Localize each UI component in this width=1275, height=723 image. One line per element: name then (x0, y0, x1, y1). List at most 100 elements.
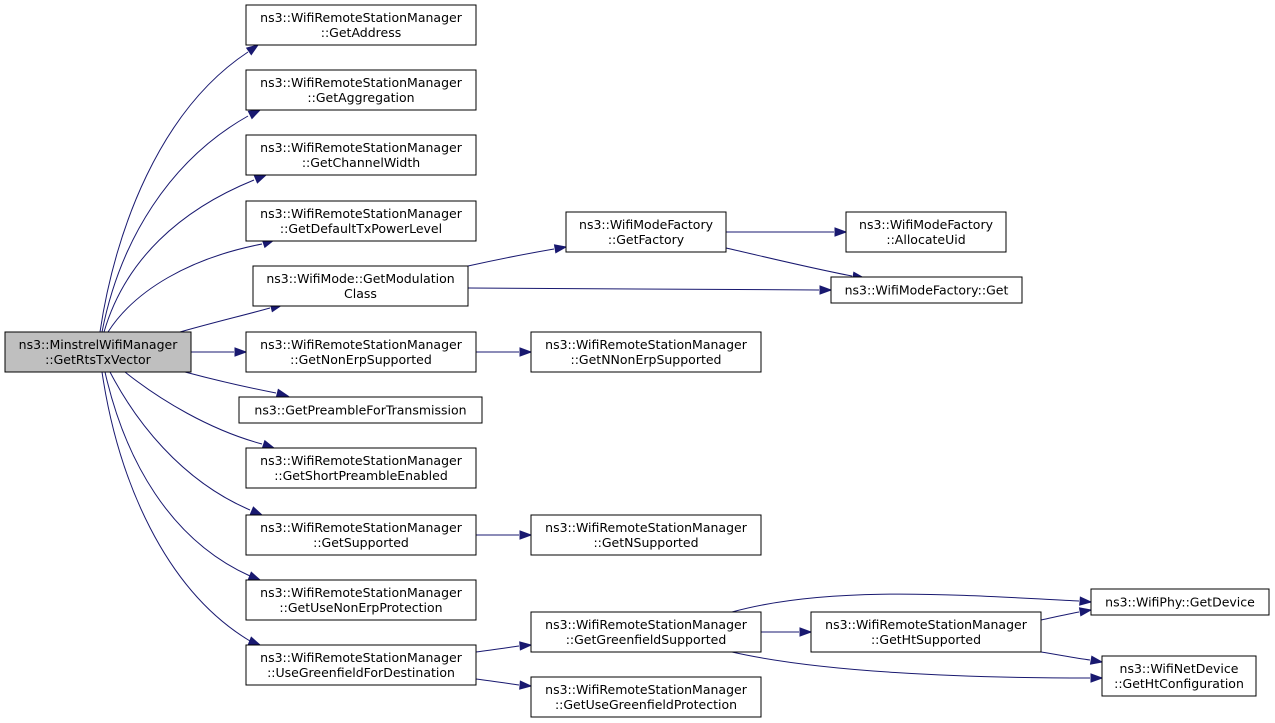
edge-get_greenfield_supported-to-get_ht_configuration (731, 651, 1104, 683)
edge-root-to-get_non_erp_supported (191, 347, 248, 357)
node-label-line: ns3::WifiRemoteStationManager (545, 682, 748, 697)
edge-get_non_erp_supported-to-get_n_non_erp_supported (476, 347, 533, 357)
node-get-channel-width[interactable]: ns3::WifiRemoteStationManager::GetChanne… (245, 134, 477, 176)
node-label-line: Class (344, 286, 377, 301)
node-box (245, 514, 477, 556)
node-label-line: ns3::WifiModeFactory (859, 217, 994, 232)
node-box (245, 579, 477, 621)
arrowhead-icon (245, 44, 260, 56)
node-get-ht-supported[interactable]: ns3::WifiRemoteStationManager::GetHtSupp… (810, 611, 1042, 653)
node-use-greenfield-for-destination[interactable]: ns3::WifiRemoteStationManager::UseGreenf… (245, 644, 477, 686)
node-get-ht-configuration[interactable]: ns3::WifiNetDevice::GetHtConfiguration (1101, 655, 1257, 697)
node-box (565, 211, 727, 253)
edge-line (467, 248, 555, 267)
node-get-n-non-erp-supported[interactable]: ns3::WifiRemoteStationManager::GetNNonEr… (530, 331, 762, 373)
arrowhead-icon (249, 506, 264, 516)
node-get-short-preamble-enabled[interactable]: ns3::WifiRemoteStationManager::GetShortP… (245, 447, 477, 489)
edge-line (124, 371, 263, 445)
arrowhead-icon (247, 636, 262, 646)
node-get-factory[interactable]: ns3::WifiModeFactory::GetFactory (565, 211, 727, 253)
edge-root-to-get_default_tx_power_level (107, 239, 276, 333)
node-label-line: ::GetNSupported (593, 535, 698, 550)
edge-line (475, 678, 520, 686)
node-label-line: ns3::WifiNetDevice (1120, 661, 1239, 676)
edge-use_greenfield_for_destination-to-get_greenfield_supported (475, 641, 533, 653)
edge-line (109, 371, 251, 511)
edges (99, 44, 1104, 690)
arrowhead-icon (519, 347, 533, 357)
edge-get_supported-to-get_n_supported (476, 530, 533, 540)
edge-line (475, 645, 520, 653)
arrowhead-icon (519, 680, 533, 690)
node-get-use-non-erp-protection[interactable]: ns3::WifiRemoteStationManager::GetUseNon… (245, 579, 477, 621)
node-get-non-erp-supported[interactable]: ns3::WifiRemoteStationManager::GetNonErp… (245, 331, 477, 373)
node-box (4, 331, 192, 373)
edge-line (731, 651, 1091, 679)
arrowhead-icon (1090, 673, 1104, 683)
node-get-supported[interactable]: ns3::WifiRemoteStationManager::GetSuppor… (245, 514, 477, 556)
node-label-line: ::GetHtConfiguration (1114, 676, 1244, 691)
node-label-line: ns3::WifiRemoteStationManager (260, 453, 463, 468)
node-get-aggregation[interactable]: ns3::WifiRemoteStationManager::GetAggreg… (245, 69, 477, 111)
node-get-default-tx-power-level[interactable]: ns3::WifiRemoteStationManager::GetDefaul… (245, 200, 477, 242)
node-root: ns3::MinstrelWifiManager::GetRtsTxVector (4, 331, 192, 373)
edge-root-to-get_supported (109, 371, 264, 516)
node-allocate-uid[interactable]: ns3::WifiModeFactory::AllocateUid (845, 211, 1007, 253)
nodes: ns3::MinstrelWifiManager::GetRtsTxVector… (4, 4, 1270, 718)
node-label-line: ::GetRtsTxVector (45, 352, 152, 367)
node-label-line: ns3::WifiRemoteStationManager (260, 650, 463, 665)
node-label-line: ::AllocateUid (886, 232, 965, 247)
node-label-line: ns3::WifiRemoteStationManager (545, 617, 748, 632)
node-label-line: ns3::WifiRemoteStationManager (825, 617, 1028, 632)
edge-get_modulation_class-to-get_factory (467, 244, 568, 267)
arrowhead-icon (253, 174, 268, 184)
arrowhead-icon (519, 530, 533, 540)
edge-line (179, 307, 271, 333)
edge-use_greenfield_for_destination-to-get_use_greenfield_protection (475, 678, 533, 690)
node-box (810, 611, 1042, 653)
node-box (530, 331, 762, 373)
node-label-line: ns3::WifiRemoteStationManager (260, 206, 463, 221)
node-label-line: ::GetNNonErpSupported (571, 352, 722, 367)
node-label-line: ns3::WifiRemoteStationManager (260, 10, 463, 25)
arrowhead-icon (247, 571, 262, 581)
node-get-address[interactable]: ns3::WifiRemoteStationManager::GetAddres… (245, 4, 477, 46)
node-label-line: ::GetGreenfieldSupported (566, 632, 727, 647)
arrowhead-icon (275, 388, 290, 398)
node-box (530, 611, 762, 653)
node-get-greenfield-supported[interactable]: ns3::WifiRemoteStationManager::GetGreenf… (530, 611, 762, 653)
node-label-line: ::GetDefaultTxPowerLevel (280, 221, 442, 236)
node-box (245, 447, 477, 489)
node-label-line: ns3::WifiRemoteStationManager (545, 337, 748, 352)
node-get-n-supported[interactable]: ns3::WifiRemoteStationManager::GetNSuppo… (530, 514, 762, 556)
edge-root-to-get_aggregation (101, 109, 262, 333)
edge-line (467, 287, 820, 291)
edge-line (1040, 611, 1080, 621)
node-box (245, 644, 477, 686)
arrowhead-icon (247, 109, 262, 120)
node-label-line: ::GetFactory (608, 232, 685, 247)
node-mode-factory-get[interactable]: ns3::WifiModeFactory::Get (830, 276, 1023, 304)
node-label-line: ns3::WifiModeFactory (579, 217, 714, 232)
node-box (530, 514, 762, 556)
node-label-line: ::GetSupported (313, 535, 409, 550)
node-phy-get-device[interactable]: ns3::WifiPhy::GetDevice (1090, 588, 1270, 616)
edge-root-to-get_preamble_for_transmission (184, 371, 290, 398)
node-get-preamble-for-transmission[interactable]: ns3::GetPreambleForTransmission (238, 396, 483, 424)
node-label-line: ns3::GetPreambleForTransmission (254, 403, 466, 418)
node-label-line: ns3::WifiPhy::GetDevice (1105, 595, 1255, 610)
edge-root-to-get_use_non_erp_protection (104, 371, 262, 581)
node-box (1101, 655, 1257, 697)
edge-line (731, 593, 1080, 613)
node-label-line: ::GetAggregation (307, 90, 414, 105)
edge-root-to-get_modulation_class (179, 303, 284, 333)
node-label-line: ns3::WifiRemoteStationManager (260, 337, 463, 352)
node-box (845, 211, 1007, 253)
edge-line (1040, 651, 1091, 661)
node-get-use-greenfield-protection[interactable]: ns3::WifiRemoteStationManager::GetUseGre… (530, 676, 762, 718)
node-box (252, 265, 469, 307)
edge-root-to-get_channel_width (103, 174, 268, 333)
node-box (245, 200, 477, 242)
